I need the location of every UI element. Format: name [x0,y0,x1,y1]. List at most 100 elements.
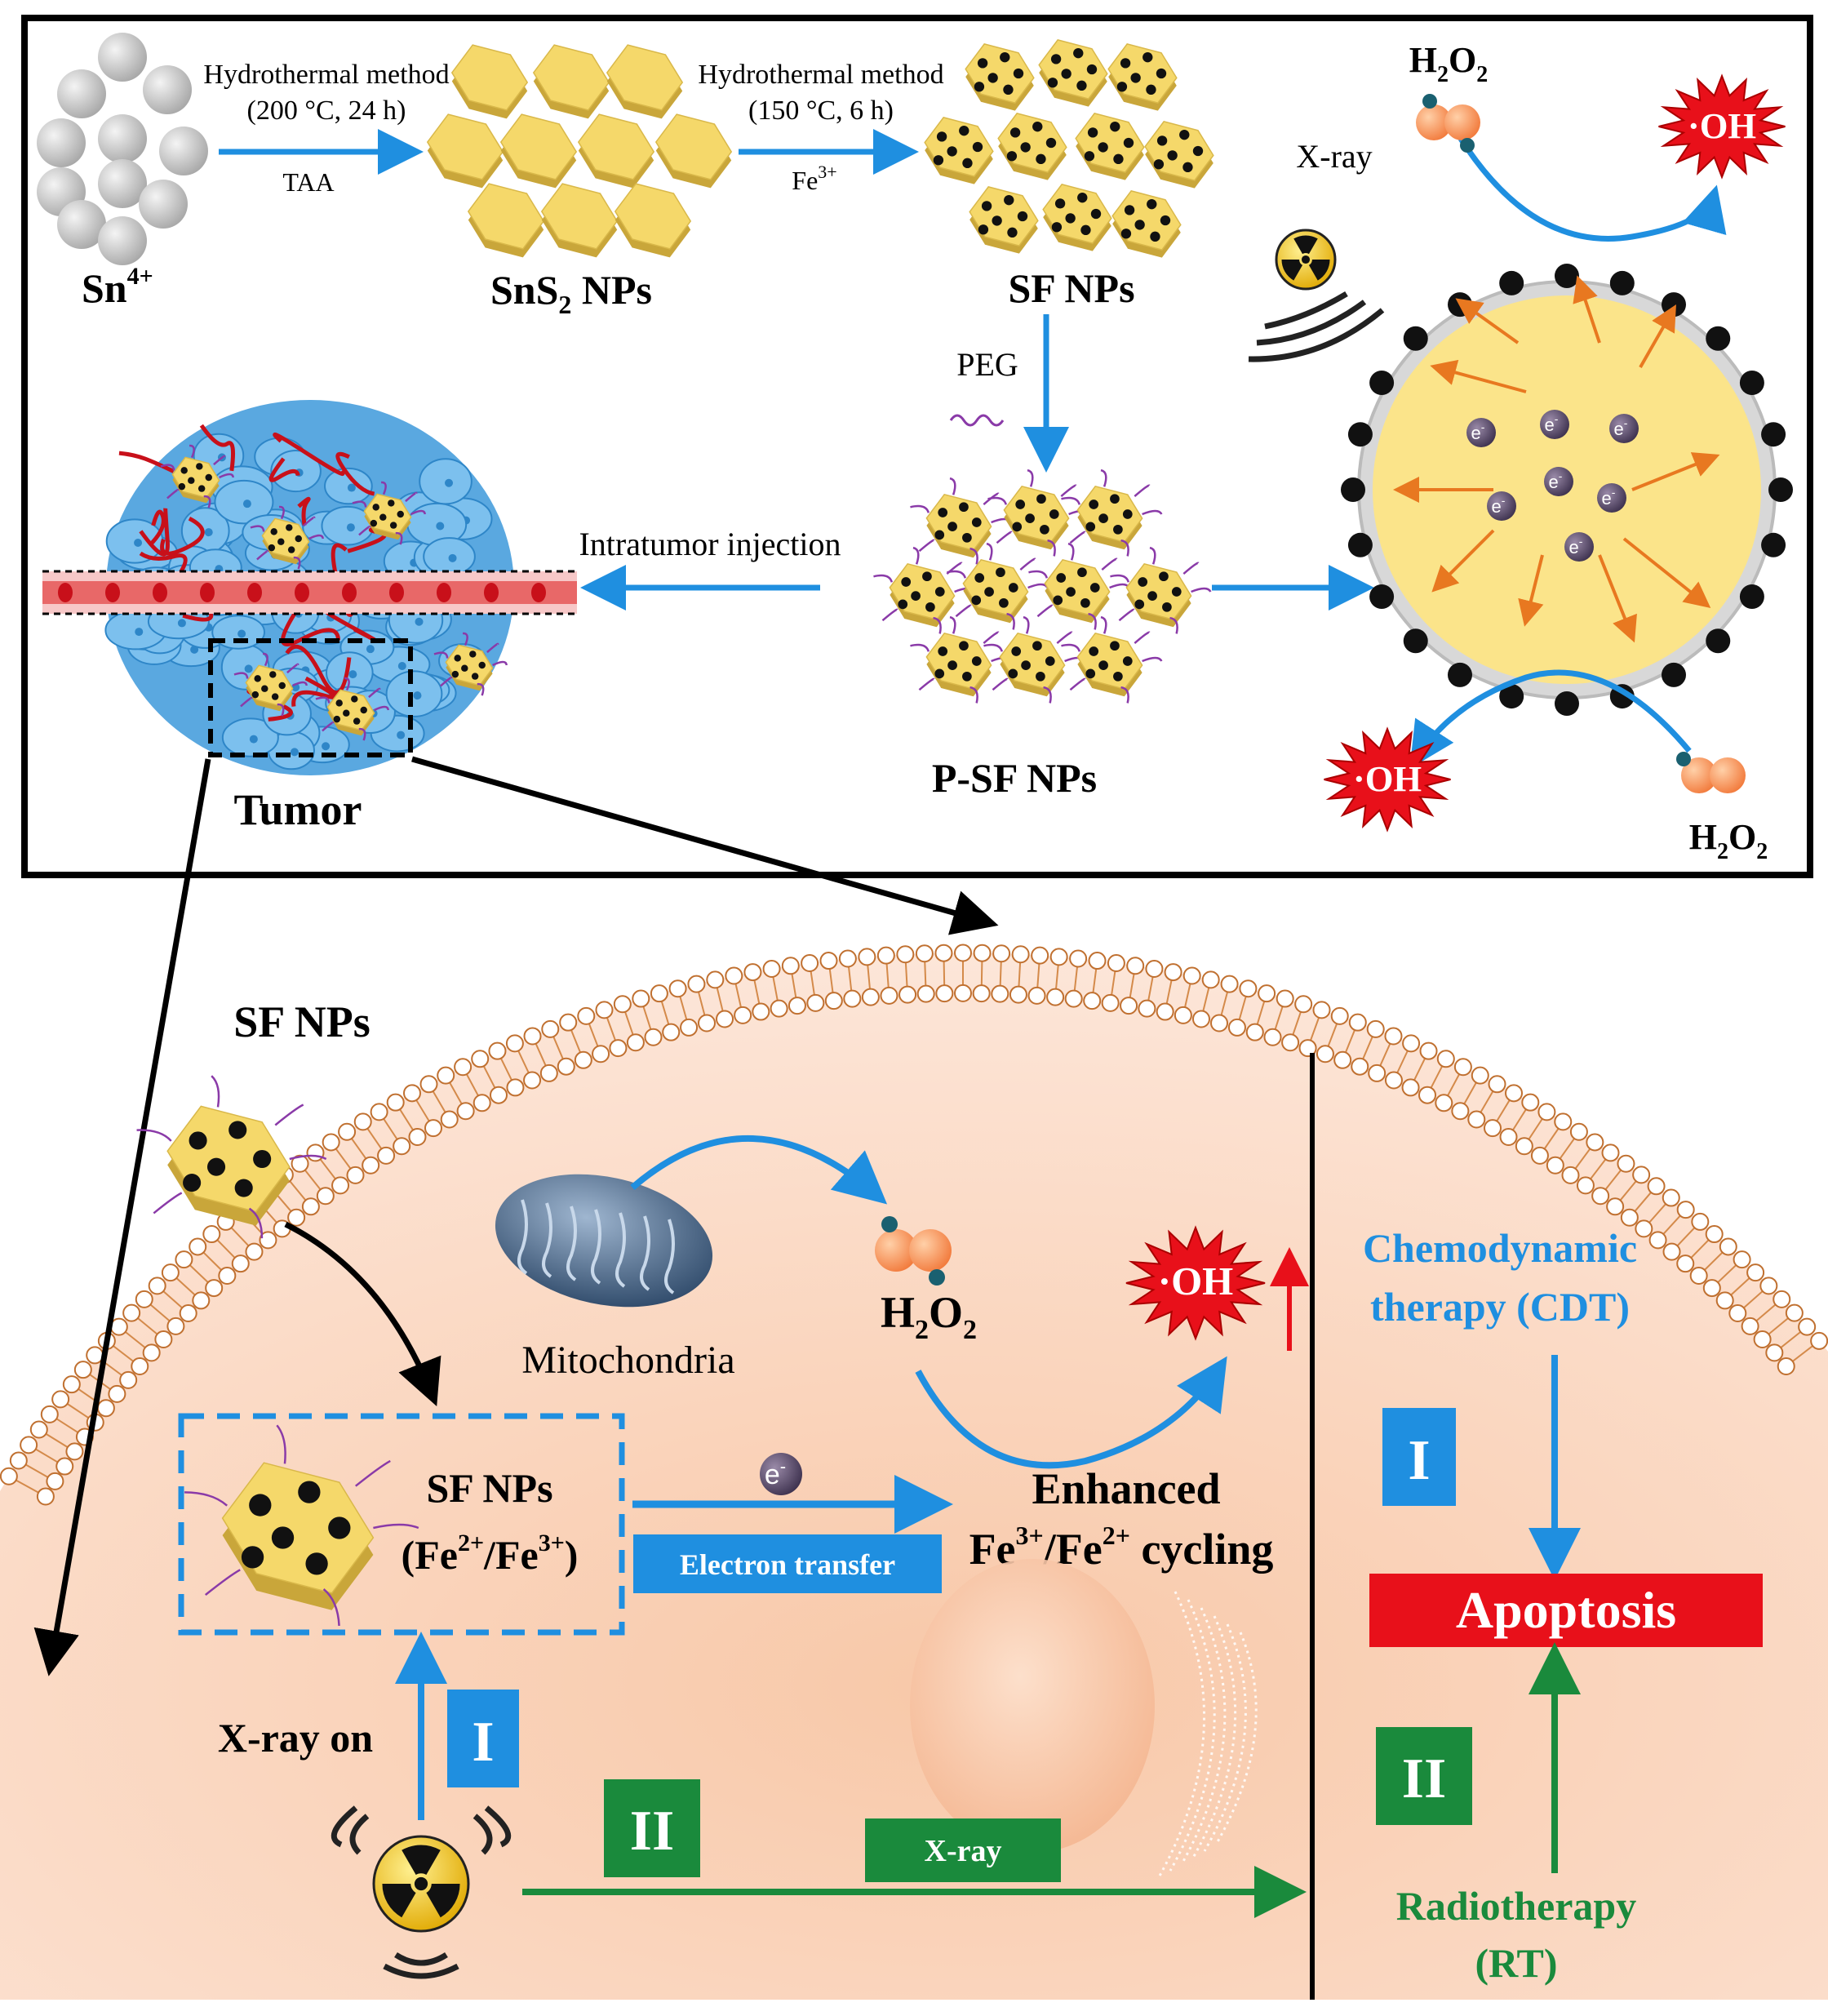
fe-dot [1122,509,1133,519]
tumor [42,400,577,775]
peg-chain [256,550,269,561]
surface-fe-dot [1347,422,1373,447]
lipid-head [801,953,819,972]
fe-dot [1167,150,1178,161]
apoptosis-text: Apoptosis [1456,1581,1676,1639]
peg-chain [286,663,299,674]
blood-vessel [268,457,300,482]
lipid-head [456,1102,475,1121]
er-membrane [1203,1623,1247,1852]
peg-chain [240,697,253,708]
lipid-head [1601,1143,1620,1162]
lipid-head [1210,1014,1229,1032]
lipid-head [1586,1133,1604,1152]
fe-dot [241,1546,264,1569]
fe-dot [1015,500,1026,509]
nanosheet [136,1075,327,1239]
roman-ii-badge-bottom [604,1779,700,1877]
fe-dot [962,671,972,682]
fe-dot [1156,68,1167,79]
lipid-head [1191,1010,1210,1028]
roman-ii-right: II [1402,1747,1446,1810]
nanosheet [450,44,529,119]
energy-arrow [1598,554,1637,643]
fe-dot [188,477,195,484]
er-membrane [1169,1599,1216,1872]
fe-dot [1077,567,1087,578]
lipid-head [1662,1242,1681,1261]
fe-dot [269,671,277,678]
nanosheet [160,444,235,508]
fe-dot [353,717,361,725]
red-blood-cell [153,583,167,602]
fe-dot [1113,153,1124,165]
surface-fe-dot [1609,270,1635,295]
lipid-head [1765,1343,1784,1362]
lipid-head [55,1457,74,1476]
fe-dot [947,660,957,670]
lipid-head [1773,1290,1791,1308]
fe-dot [936,131,947,142]
nanosheet-face [614,183,692,250]
lipid-head [613,995,632,1014]
tumor-cell-nucleus [135,628,144,637]
step2-method: Hydrothermal method [698,60,943,90]
blood-vessel [148,509,166,547]
tumor-cell-nucleus [397,662,406,671]
peg-chain [996,531,1013,544]
peg-chain [955,604,972,618]
lipid-head [86,1346,104,1365]
tumor-cell-nucleus [415,617,424,626]
fe-dot [959,641,969,651]
fe-dot [1077,192,1088,203]
lipid-head [916,984,935,1003]
fe-dot [261,685,268,692]
lipid-head [1107,953,1125,972]
fe-dot [333,715,341,723]
peg-chain [949,414,1005,427]
tumor-cell-nucleus [242,500,251,508]
lipid-head [1069,949,1088,968]
lipid-head [424,1119,442,1138]
electron [1466,418,1496,447]
nanosheet [614,183,692,258]
lipid-head [541,1019,560,1038]
peg-chain [1191,587,1212,593]
lipid-head [1088,952,1107,970]
fe-dot [1012,522,1023,532]
nanosheet [1107,43,1178,111]
electron [1597,483,1626,513]
lipid-head [592,1045,610,1064]
lipid-head [1537,1103,1556,1121]
er-membrane [1214,1632,1258,1845]
lipid-head [1418,1086,1437,1104]
nanosheet-face [577,113,655,180]
lipid-head [1009,985,1027,1004]
step1-reagent: TAA [282,167,334,197]
lipid-head [322,1133,340,1152]
lipid-head [706,970,725,989]
fe-dot [205,473,212,482]
fe-dot [934,668,945,679]
lipid-head [1348,1013,1367,1032]
fe-dot [379,513,387,521]
peg-chain [189,444,195,459]
lipid-head [1126,957,1145,975]
bottom-reaction-arrow [1409,669,1692,769]
radiation-blade [426,1884,460,1918]
electron [1487,491,1516,521]
peg-chain [405,491,418,503]
blood-vessel [118,451,175,473]
lipid-head [166,1317,185,1335]
energy-arrow [1622,537,1711,608]
blood-vessel [273,433,345,477]
tumor-cell-nucleus [348,670,357,679]
fe-dot [934,587,945,597]
lipid-head [577,1006,596,1025]
fe-dot [1113,524,1123,535]
fe-dot [1020,142,1031,153]
lipid-head [991,984,1009,1003]
lipid-head [819,952,838,970]
radiation-blade [382,1884,416,1918]
lipid-head [1294,995,1313,1014]
